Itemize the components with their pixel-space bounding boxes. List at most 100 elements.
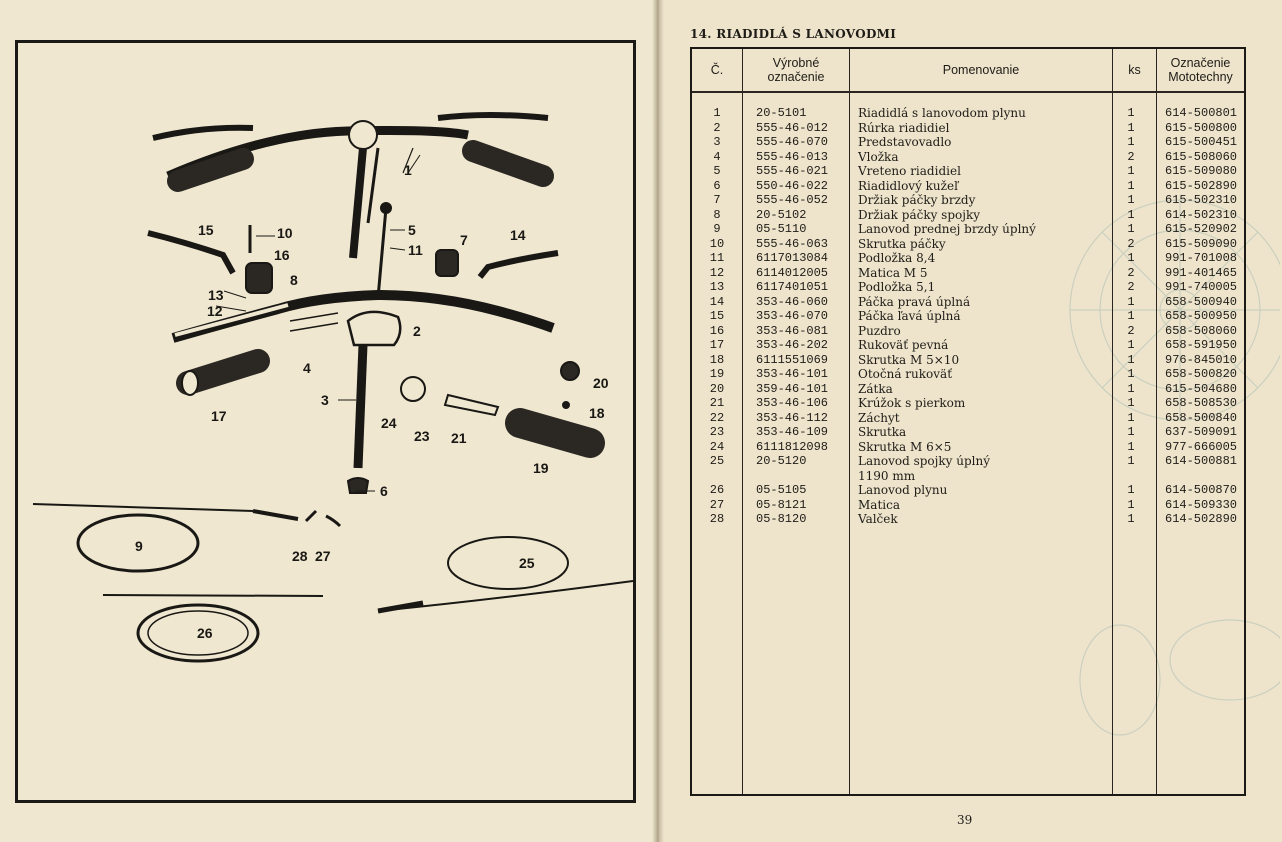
- cell-number: 17: [709, 338, 725, 352]
- cell-description: Páčka ľavá úplná: [858, 309, 961, 323]
- callout-4: 4: [303, 360, 311, 376]
- cell-quantity: 2: [1127, 323, 1135, 338]
- cell-description: Valček: [858, 512, 898, 526]
- callout-8: 8: [290, 272, 298, 288]
- cell-number: 20: [709, 381, 725, 396]
- callout-20: 20: [593, 375, 609, 391]
- callout-9: 9: [135, 538, 143, 554]
- cell-quantity: 1: [1127, 352, 1135, 367]
- cell-description: 1190 mm: [858, 468, 916, 483]
- cell-production-code: 353-46-081: [756, 323, 829, 338]
- header-no-text: Č.: [710, 63, 724, 77]
- header-vyrobne: Výrobné označenie: [743, 49, 849, 91]
- cell-description: Podložka 5,1: [858, 280, 936, 294]
- cell-quantity: 1: [1127, 106, 1135, 120]
- header-mototechna-line1: Označenie: [1170, 56, 1231, 70]
- cell-production-code: 6114012005: [756, 265, 829, 280]
- cell-number: 14: [709, 294, 725, 309]
- cell-description: Krúžok s pierkom: [858, 396, 966, 410]
- cell-number: 2: [713, 120, 721, 135]
- cell-description: Matica: [858, 497, 900, 512]
- cell-production-code: 353-46-101: [756, 367, 829, 381]
- cell-number: 8: [713, 207, 721, 222]
- cell-production-code: 6111551069: [756, 352, 829, 367]
- cell-mototechna-code: 658-508060: [1165, 323, 1238, 338]
- cell-number: 6: [713, 178, 721, 193]
- cell-description: Lanovod plynu: [858, 483, 948, 497]
- cell-production-code: 555-46-070: [756, 135, 829, 149]
- header-qty: ks: [1113, 49, 1156, 91]
- callout-11: 11: [408, 242, 423, 258]
- cell-number: 28: [709, 512, 725, 526]
- cell-number: 10: [709, 236, 725, 251]
- callout-15: 15: [198, 222, 214, 238]
- cell-description: Vložka: [858, 149, 899, 164]
- callout-14: 14: [510, 227, 526, 243]
- cell-number: 3: [713, 135, 721, 149]
- cell-quantity: 1: [1127, 164, 1135, 178]
- callout-23: 23: [414, 428, 430, 444]
- header-mototechna-line2: Mototechny: [1168, 70, 1233, 84]
- cell-mototechna-code: 991-701008: [1165, 251, 1238, 265]
- cell-production-code: 353-46-112: [756, 410, 829, 425]
- cell-quantity: 1: [1127, 410, 1135, 425]
- cell-number: 11: [709, 251, 725, 265]
- cell-quantity: 1: [1127, 193, 1135, 207]
- cell-quantity: 2: [1127, 149, 1135, 164]
- table-row: 1190 mm: [692, 469, 1244, 484]
- cell-number: 21: [709, 396, 725, 410]
- callout-7: 7: [460, 232, 468, 248]
- cell-quantity: 1: [1127, 178, 1135, 193]
- cell-production-code: 6117401051: [756, 280, 829, 294]
- cell-number: 4: [713, 149, 721, 164]
- cell-production-code: 555-46-012: [756, 120, 829, 135]
- cell-number: 1: [713, 106, 721, 120]
- header-mototechna: Označenie Mototechny: [1157, 49, 1244, 91]
- cell-production-code: 353-46-060: [756, 294, 829, 309]
- cell-number: 13: [709, 280, 725, 294]
- cell-quantity: 1: [1127, 439, 1135, 454]
- cell-mototechna-code: 615-500451: [1165, 135, 1238, 149]
- cell-mototechna-code: 658-500940: [1165, 294, 1238, 309]
- cell-number: 25: [709, 454, 725, 468]
- cell-quantity: 1: [1127, 381, 1135, 396]
- cell-description: Lanovod spojky úplný: [858, 454, 990, 468]
- bleed-through-wheel: [1069, 199, 1280, 736]
- cell-production-code: 05-8120: [756, 512, 807, 526]
- callout-27: 27: [315, 548, 331, 564]
- cell-description: Otočná rukoväť: [858, 367, 953, 381]
- cell-production-code: 20-5120: [756, 454, 807, 468]
- cell-quantity: 1: [1127, 396, 1135, 410]
- callout-12: 12: [207, 303, 223, 319]
- cell-production-code: 555-46-063: [756, 236, 829, 251]
- cell-description: Zátka: [858, 381, 893, 396]
- header-name: Pomenovanie: [850, 49, 1112, 91]
- cell-quantity: 1: [1127, 207, 1135, 222]
- cell-production-code: 05-5110: [756, 222, 807, 236]
- header-vyrobne-line2: označenie: [767, 70, 825, 84]
- cell-description: Skrutka páčky: [858, 236, 946, 251]
- header-vyrobne-line1: Výrobné: [772, 56, 820, 70]
- cell-mototechna-code: 614-500801: [1165, 106, 1238, 120]
- cell-mototechna-code: 976-845010: [1165, 352, 1238, 367]
- cell-mototechna-code: 615-508060: [1165, 149, 1238, 164]
- cell-mototechna-code: 615-509080: [1165, 164, 1238, 178]
- callout-21: 21: [451, 430, 467, 446]
- col-divider: [1112, 49, 1113, 794]
- cell-description: Rukoväť pevná: [858, 338, 949, 352]
- cell-production-code: 555-46-021: [756, 164, 829, 178]
